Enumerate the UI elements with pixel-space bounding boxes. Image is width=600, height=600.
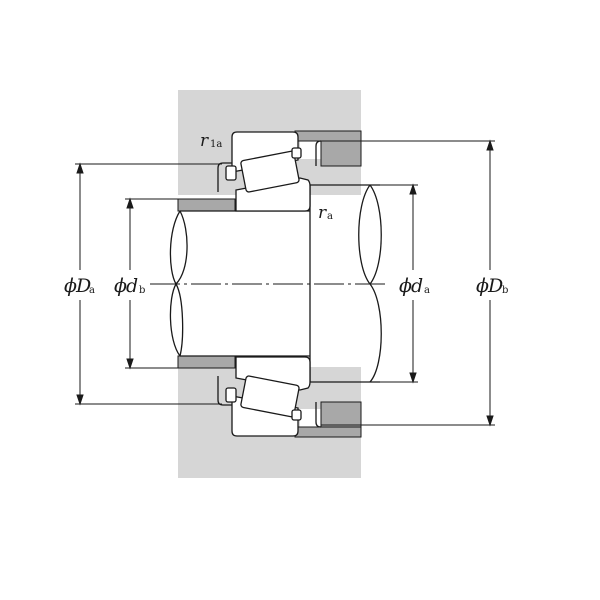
label-da: ϕ d a [399,275,430,297]
label-Db-sub: b [502,285,508,296]
label-Da-phi: ϕ [64,275,77,297]
label-db-phi: ϕ [114,275,127,297]
dimension-Da [75,162,222,406]
label-Db-main: D [487,275,503,297]
dimension-Db [321,139,495,427]
dimension-da [378,183,418,384]
label-da-sub: a [424,285,430,296]
bearing-upper [217,131,322,212]
label-db-sub: b [139,285,145,296]
label-da-main: d [411,275,423,297]
label-db: ϕ d b [114,275,145,297]
shoulders [177,130,362,438]
label-ra1: r 1a [200,131,222,151]
label-Da-sub: a [89,285,95,296]
label-da-phi: ϕ [399,275,412,297]
label-ra-main: r [318,203,327,223]
label-Da: ϕ D a [64,275,95,297]
label-Db: ϕ D b [476,275,508,297]
label-ra1-sub: 1a [210,139,222,150]
label-db-main: d [126,275,138,297]
label-Db-phi: ϕ [476,275,489,297]
label-Da-main: D [75,275,91,297]
label-ra: r a [318,203,333,223]
label-ra-sub: a [327,211,333,222]
bearing-lower [217,356,322,437]
label-ra1-main: r [200,131,209,151]
dimension-db [125,197,178,370]
